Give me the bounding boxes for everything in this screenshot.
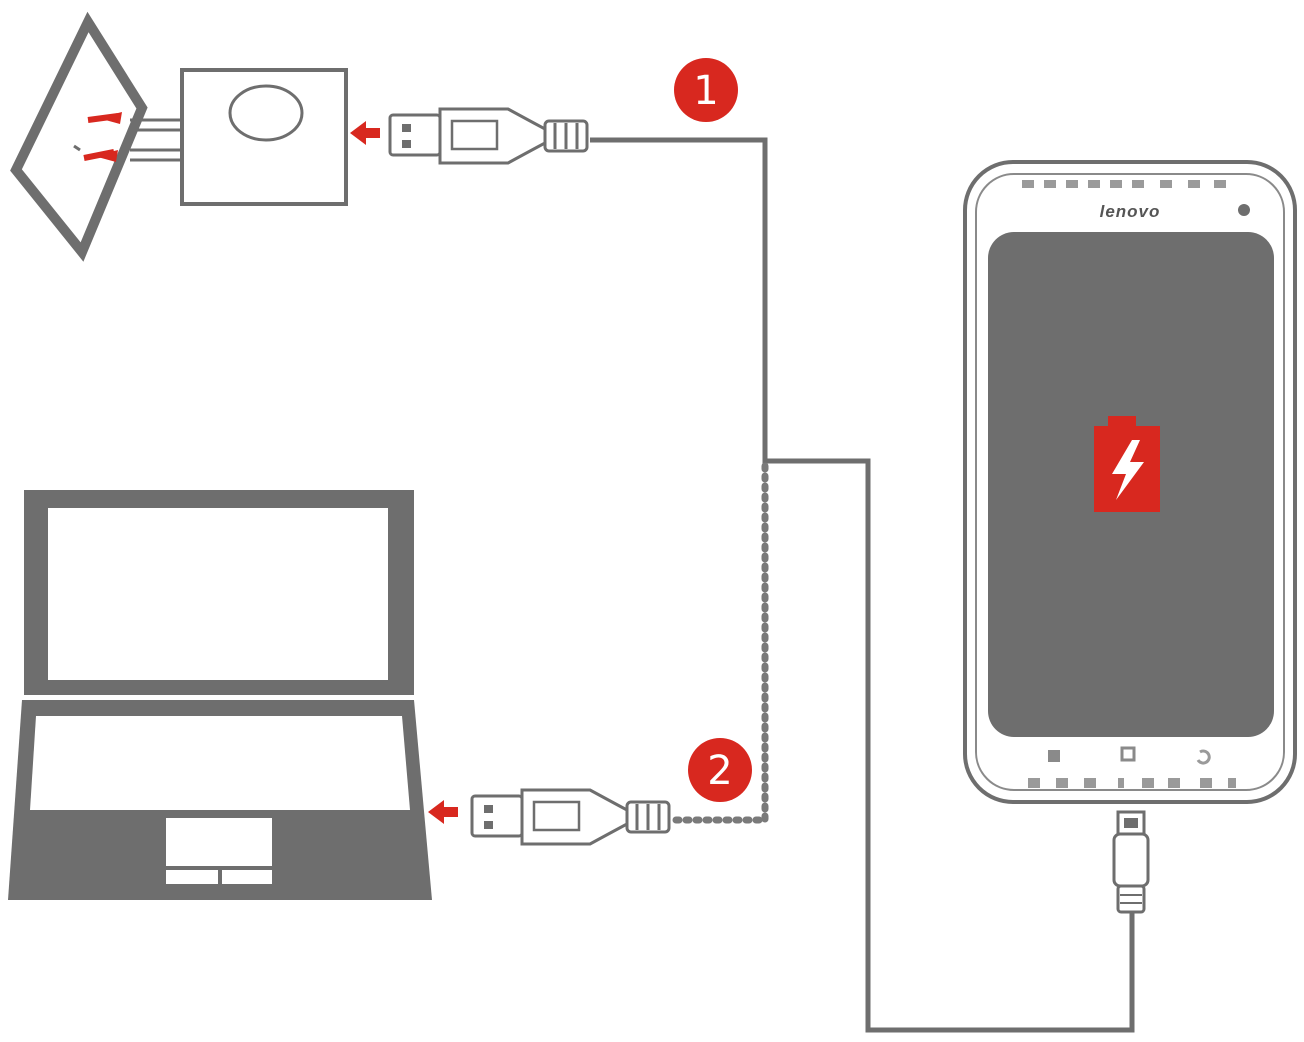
step-badge-1: 1 (674, 58, 738, 122)
usb-plug-icon (388, 107, 589, 165)
phone-brand-logo: lenovo (1100, 202, 1161, 221)
charging-battery-icon (1094, 416, 1160, 512)
smartphone-icon: lenovo (963, 160, 1297, 914)
step-number-2: 2 (707, 748, 732, 794)
power-adapter-icon (94, 68, 348, 206)
home-button-icon (1120, 746, 1136, 762)
step-badge-2: 2 (688, 738, 752, 802)
laptop-icon (8, 490, 432, 900)
menu-button-icon (1048, 750, 1060, 762)
back-button-icon (1196, 749, 1211, 765)
cable-dotted (671, 462, 769, 824)
insert-arrow-icon (428, 800, 458, 824)
wall-outlet-icon (10, 11, 148, 262)
cable-solid (590, 137, 1135, 1033)
step-number-1: 1 (693, 68, 718, 114)
insert-arrow-icon (350, 121, 380, 145)
usb-plug-icon (470, 788, 671, 846)
